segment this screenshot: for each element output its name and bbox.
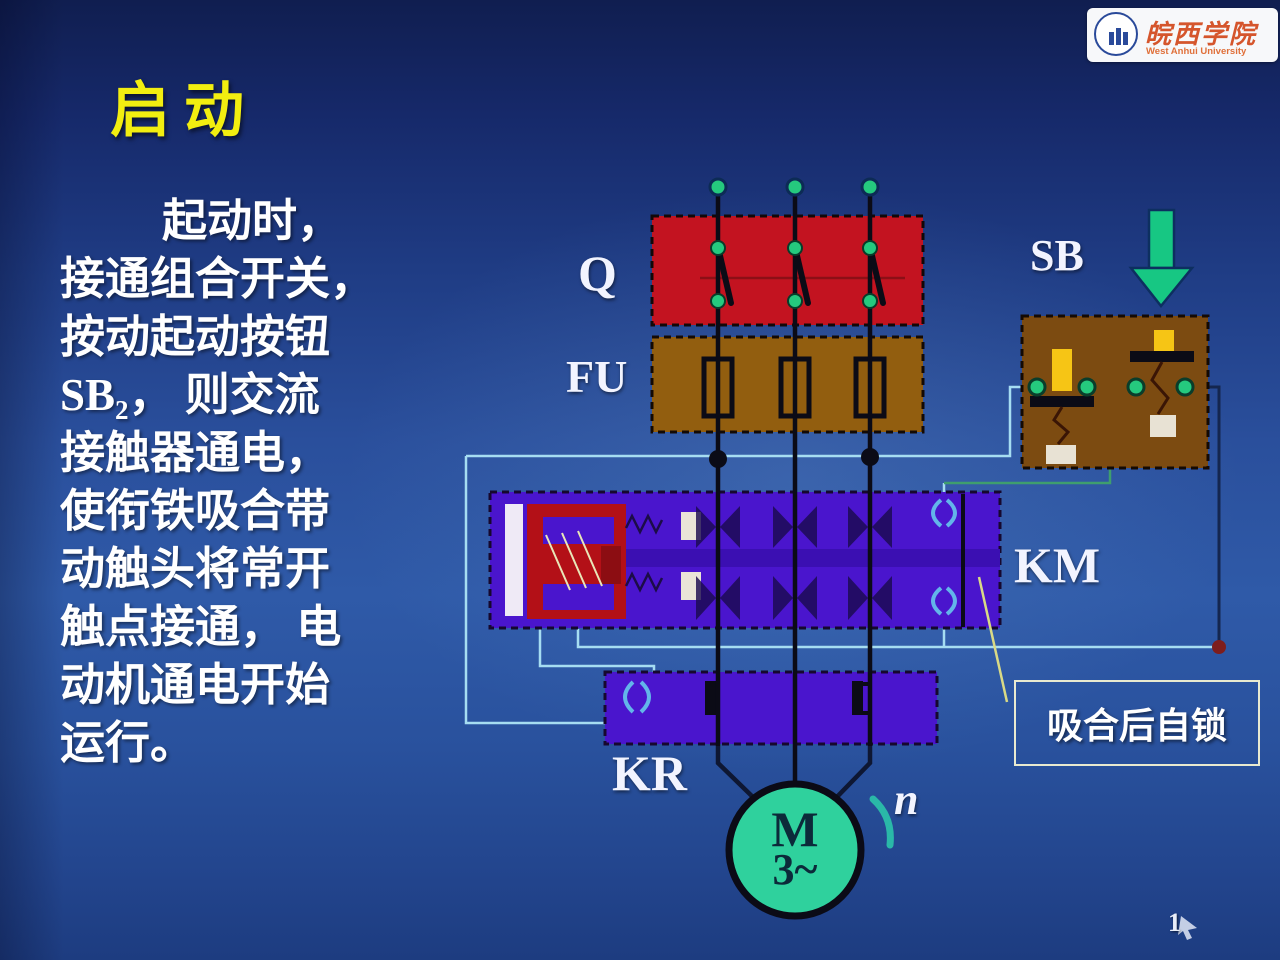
coil-icon xyxy=(624,513,664,593)
motor-m-label: M xyxy=(771,801,819,857)
relay-kr-box xyxy=(603,670,939,746)
button-sb-box xyxy=(1020,314,1210,470)
university-emblem-icon xyxy=(1094,12,1138,56)
contactor-km-label: KM xyxy=(1014,537,1101,593)
motor-circle xyxy=(725,780,865,920)
main-contact-icons xyxy=(696,506,892,620)
annotation-pointer-line xyxy=(977,576,1009,703)
armature-bar xyxy=(505,504,523,616)
start-button-icon xyxy=(1130,330,1194,437)
page-number: 1 xyxy=(1168,908,1181,937)
rotation-arc-icon xyxy=(869,795,894,849)
motor-leads xyxy=(715,746,873,804)
paragraph-line: SB₂， 则交流 xyxy=(60,370,320,420)
button-terminal-icons xyxy=(1027,377,1195,397)
paragraph-line: 接通组合开关， xyxy=(60,254,376,304)
stop-button-icon xyxy=(1030,349,1094,464)
paragraph-line: 接触器通电， xyxy=(60,428,331,478)
annotation-box: 吸合后自锁 xyxy=(1014,680,1260,766)
speed-n-label: n xyxy=(894,775,919,824)
university-logo: 皖西学院 West Anhui University xyxy=(1087,8,1278,62)
press-arrow-icon xyxy=(1128,208,1195,308)
switch-q-label: Q xyxy=(578,245,617,301)
relay-contact-icon xyxy=(623,680,651,714)
junction-dot-red xyxy=(1212,640,1226,654)
body-text: 起动时， 接通组合开关， 按动起动按钮 SB₂， 则交流 接触器通电， 使衔铁吸… xyxy=(60,192,452,772)
fuse-fu-label: FU xyxy=(566,351,628,402)
paragraph-line: 按动起动按钮 xyxy=(60,312,331,362)
annotation-text: 吸合后自锁 xyxy=(1046,705,1227,746)
fuse-fu-box xyxy=(650,335,925,434)
university-name-cn: 皖西学院 xyxy=(1145,19,1258,49)
contactor-km-box xyxy=(488,490,1002,630)
switch-blade-icons xyxy=(710,240,886,309)
electromagnet-core-icon xyxy=(527,504,626,619)
paragraph-line: 起动时， xyxy=(162,196,343,246)
switch-q-box xyxy=(650,214,925,327)
page-title: 启动 xyxy=(110,77,258,144)
paragraph-line: 动触头将常开 xyxy=(60,544,331,594)
button-sb-label: SB xyxy=(1030,231,1084,280)
supply-terminal-icons xyxy=(708,177,880,197)
paragraph-line: 触点接通， 电 xyxy=(60,602,342,652)
flux-lines xyxy=(545,530,603,591)
paragraph-line: 使衔铁吸合带 xyxy=(60,486,331,536)
university-name-en: West Anhui University xyxy=(1146,46,1247,57)
motor-phase-label: 3~ xyxy=(772,845,818,894)
relay-kr-label: KR xyxy=(612,745,687,801)
junction-dots xyxy=(709,448,879,468)
cursor-icon xyxy=(1178,916,1197,940)
paragraph-line: 动机通电开始 xyxy=(60,660,331,710)
aux-contact-icon xyxy=(931,498,957,616)
paragraph-line: 运行。 xyxy=(60,718,196,768)
